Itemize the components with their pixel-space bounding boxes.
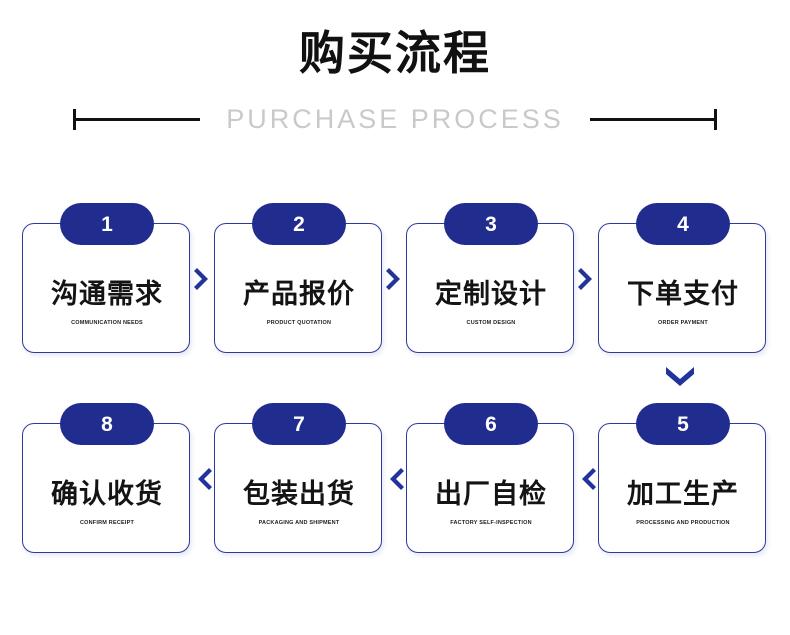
step-label-cn: 下单支付 [627,279,739,310]
step-number-badge: 6 [444,403,538,445]
step-number-badge: 4 [636,203,730,245]
process-row-1: 1 沟通需求 COMMUNICATION NEEDS 2 产品报价 PRODUC… [22,203,768,368]
chevron-right-icon [192,203,214,355]
process-step-8[interactable]: 8 确认收货 CONFIRM RECEIPT [22,403,192,555]
step-label-en: PRODUCT QUOTATION [266,320,332,326]
page-title: 购买流程 [299,26,491,80]
step-label-cn: 产品报价 [243,279,355,310]
step-number-badge: 8 [60,403,154,445]
step-label-cn: 确认收货 [51,479,163,510]
step-label-cn: 定制设计 [435,279,547,310]
right-rule-decoration [589,107,725,131]
step-number-badge: 2 [252,203,346,245]
left-rule-bar [73,118,201,121]
step-label-cn: 加工生产 [627,479,739,510]
step-number-badge: 7 [252,403,346,445]
step-label-en: FACTORY SELF-INSPECTION [450,520,532,526]
step-label-en: COMMUNICATION NEEDS [71,320,143,326]
chevron-down-icon [663,362,697,388]
process-step-5[interactable]: 5 加工生产 PROCESSING AND PRODUCTION [598,403,768,555]
chevron-right-icon [384,203,406,355]
process-step-3[interactable]: 3 定制设计 CUSTOM DESIGN [406,203,576,355]
step-label-cn: 包装出货 [243,479,355,510]
step-number-badge: 1 [60,203,154,245]
process-row-2: 8 确认收货 CONFIRM RECEIPT 7 包装出货 PACKAGING … [22,403,768,568]
right-rule-tick [713,109,717,130]
step-label-cn: 出厂自检 [435,479,547,510]
process-step-7[interactable]: 7 包装出货 PACKAGING AND SHIPMENT [214,403,384,555]
step-label-cn: 沟通需求 [51,279,163,310]
chevron-right-icon [576,203,598,355]
process-step-1[interactable]: 1 沟通需求 COMMUNICATION NEEDS [22,203,192,355]
page-subtitle: PURCHASE PROCESS [226,104,564,134]
step-label-en: PROCESSING AND PRODUCTION [636,520,730,526]
chevron-left-icon [384,403,406,555]
header: 购买流程 PURCHASE PROCESS [0,0,790,170]
chevron-left-icon [576,403,598,555]
step-label-en: ORDER PAYMENT [658,320,708,326]
right-rule-bar [589,118,717,121]
chevron-left-icon [192,403,214,555]
step-label-en: CUSTOM DESIGN [466,320,516,326]
process-step-6[interactable]: 6 出厂自检 FACTORY SELF-INSPECTION [406,403,576,555]
process-step-4[interactable]: 4 下单支付 ORDER PAYMENT [598,203,768,355]
process-step-2[interactable]: 2 产品报价 PRODUCT QUOTATION [214,203,384,355]
step-number-badge: 5 [636,403,730,445]
left-rule-decoration [65,107,201,131]
step-label-en: CONFIRM RECEIPT [79,520,135,526]
subtitle-row: PURCHASE PROCESS [0,98,790,140]
step-number-badge: 3 [444,203,538,245]
step-label-en: PACKAGING AND SHIPMENT [258,520,340,526]
